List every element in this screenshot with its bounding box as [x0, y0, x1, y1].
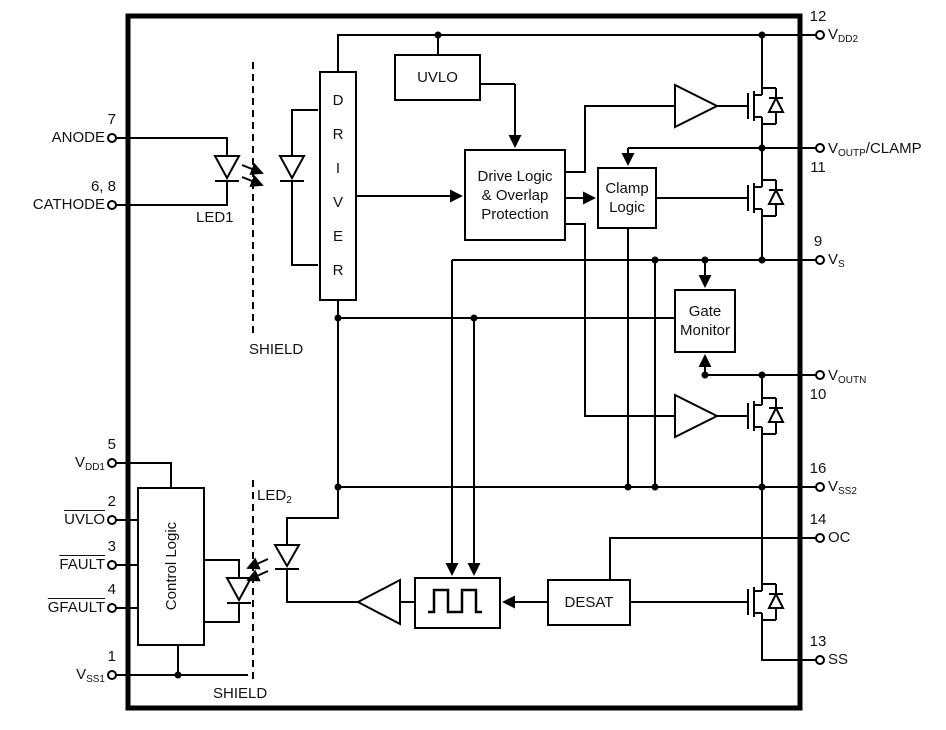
junction-dots: [174, 31, 766, 679]
pin-uvlo-label: UVLO: [64, 511, 105, 528]
photodiode-1-icon: [278, 155, 306, 181]
control-logic-block: [137, 487, 205, 646]
pin-vdd2-label: VDD2: [828, 26, 859, 45]
led2-icon: [273, 544, 301, 569]
pin-voutn-label: VOUTN: [828, 367, 867, 386]
pin-ss-label: SS: [828, 651, 849, 668]
pin-oc-label: OC: [828, 529, 851, 546]
shield-bottom-label: SHIELD: [213, 685, 268, 702]
pin-cathode-label: CATHODE: [32, 196, 105, 213]
pin-1-number: 1: [107, 648, 116, 665]
clamp-logic-block: [597, 167, 657, 229]
pin-7-number: 7: [107, 111, 116, 128]
control-logic-label: Control Logic: [162, 521, 180, 611]
uvlo-block: [394, 54, 481, 101]
mosfet-4: [747, 583, 785, 621]
pin-3-number: 3: [107, 538, 116, 555]
pin-vdd1-label: VDD1: [74, 454, 105, 473]
light-arrow: [246, 569, 269, 582]
pin-9-number: 9: [813, 233, 823, 250]
pin-11-number: 11: [810, 159, 826, 176]
optocoupler-2: [225, 544, 301, 604]
pin-6-8-number: 6, 8: [90, 178, 116, 195]
inverter-icon: [355, 578, 401, 626]
pin-terminals: [107, 30, 825, 680]
pin-13-number: 13: [809, 633, 827, 650]
buffers: [355, 83, 720, 626]
drive-logic-block: [464, 149, 566, 241]
function-blocks: [137, 54, 736, 646]
wiring: [116, 34, 816, 676]
pin-vss2-label: VSS2: [828, 478, 857, 497]
pin-16-number: 16: [809, 460, 827, 477]
driver-input-bracket: [291, 109, 318, 266]
mosfet-2: [747, 179, 785, 217]
pulse-block: [414, 577, 501, 629]
body-diode-icon: [767, 591, 785, 609]
pin-5-number: 5: [107, 436, 116, 453]
led1-icon: [213, 155, 241, 181]
chip-border: [125, 13, 803, 711]
uvlo-label: UVLO: [417, 69, 458, 86]
pulse-waveform-icon: [428, 588, 482, 614]
shield-top-label: SHIELD: [249, 341, 304, 358]
driver-label: D R I V E R: [332, 92, 344, 279]
gate-monitor-label: Gate Monitor: [679, 303, 731, 339]
pin-gfault-label: GFAULT: [47, 599, 105, 616]
buffer-top-icon: [674, 83, 720, 129]
driver-block: [319, 71, 357, 301]
light-arrow: [241, 174, 264, 187]
pin-10-number: 10: [809, 386, 827, 403]
light-arrow: [246, 557, 269, 570]
led1-label: LED1: [196, 209, 234, 226]
mosfet-1: [747, 87, 785, 125]
body-diode-icon: [767, 95, 785, 113]
buffer-bottom-icon: [674, 393, 720, 439]
clamp-logic-label: Clamp Logic: [605, 180, 649, 216]
mosfet-3: [747, 397, 785, 435]
pin-vs-label: VS: [828, 251, 845, 270]
pin-4-number: 4: [107, 581, 116, 598]
pin-14-number: 14: [809, 511, 827, 528]
desat-block: [547, 579, 631, 626]
pin-vss1-label: VSS1: [76, 666, 105, 685]
body-diode-icon: [767, 405, 785, 423]
gate-monitor-block: [674, 289, 736, 353]
desat-label: DESAT: [564, 594, 614, 611]
light-arrow: [241, 162, 264, 175]
pin-voutp-clamp-label: VOUTP/CLAMP: [828, 140, 922, 159]
pin-2-number: 2: [107, 493, 116, 510]
drive-logic-label: Drive Logic & Overlap Protection: [477, 167, 553, 223]
body-diode-icon: [767, 187, 785, 205]
optocoupler-1: [213, 109, 318, 266]
pin-anode-label: ANODE: [51, 129, 105, 146]
pin-fault-label: FAULT: [59, 556, 105, 573]
led2-label: LED2: [257, 487, 292, 506]
signal-arrows: [356, 84, 712, 609]
photodiode-2-icon: [225, 577, 253, 603]
pin-12-number: 12: [809, 8, 827, 25]
